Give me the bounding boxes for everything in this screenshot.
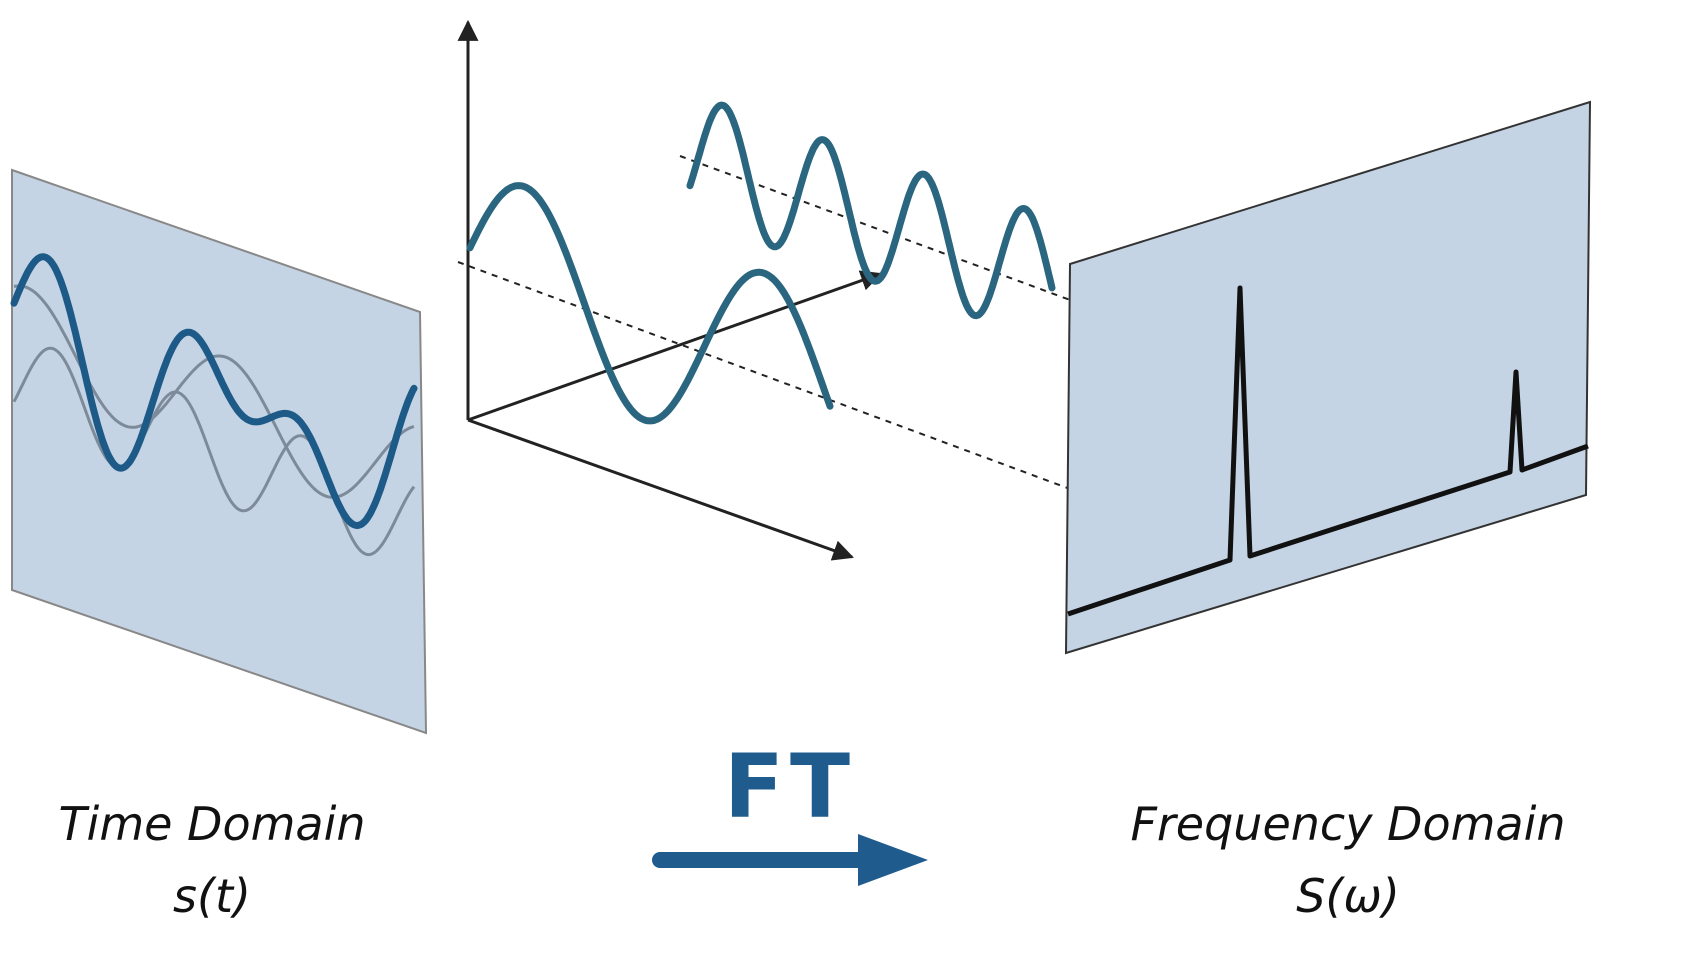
component-waves <box>466 101 1056 425</box>
frequency-spectrum-line <box>1067 285 1589 617</box>
high-frequency-wave <box>686 101 1056 320</box>
time-domain-label: Time Domain <box>58 797 365 851</box>
fourier-transform-arrow <box>652 834 928 886</box>
horizontal-axis <box>467 418 854 561</box>
depth-axis <box>467 270 882 422</box>
time-sum-signal <box>10 253 418 529</box>
time-domain-panel-background <box>11 168 428 735</box>
low-frequency-wave <box>466 182 834 425</box>
frequency-domain-symbol: S(ω) <box>1296 869 1400 923</box>
frequency-domain-panel-background <box>1064 100 1592 655</box>
frequency-domain-panel <box>1064 100 1592 655</box>
transform-arrow-head <box>858 834 928 886</box>
time-component-wave-low <box>12 346 416 557</box>
fourier-transform-label: FT <box>724 735 856 838</box>
3d-axes <box>457 19 882 561</box>
time-domain-symbol: s(t) <box>173 869 251 923</box>
frequency-domain-label: Frequency Domain <box>1130 797 1565 851</box>
time-domain-panel <box>10 168 428 735</box>
